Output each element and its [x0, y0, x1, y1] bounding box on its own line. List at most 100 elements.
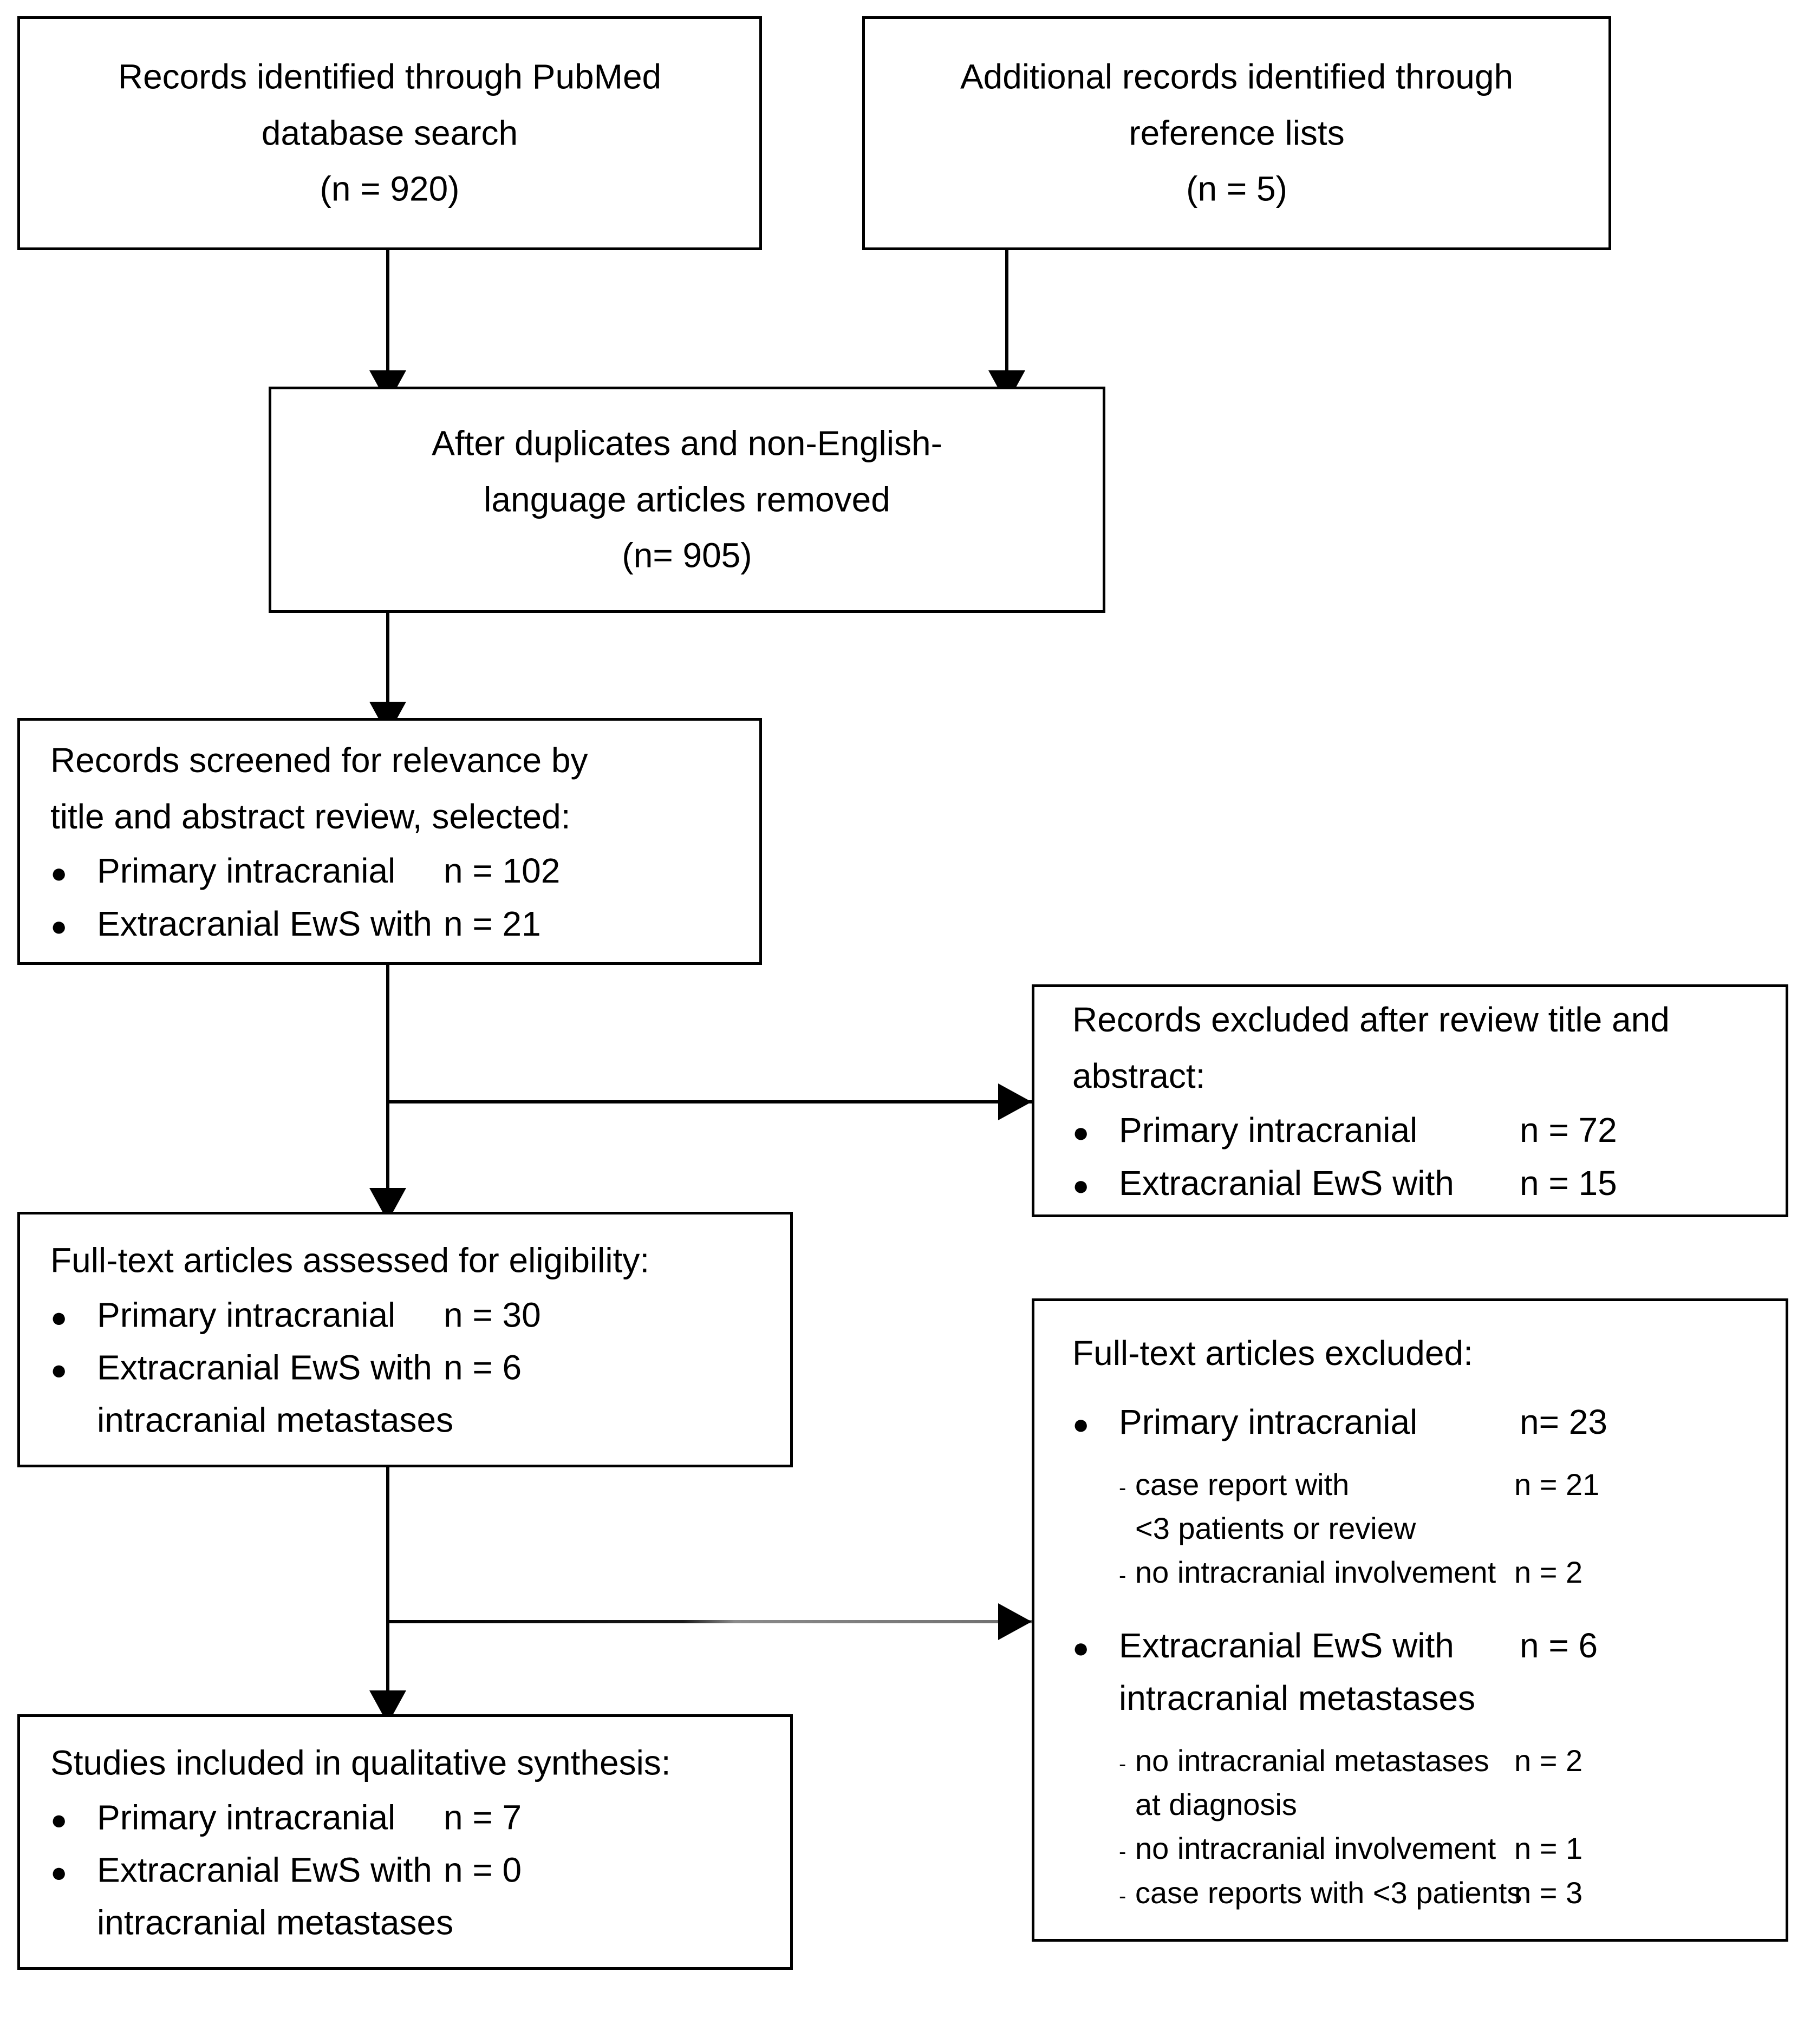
bullet-icon: ● [1072, 1117, 1090, 1149]
sub-list-item-count: n = 21 [1514, 1467, 1600, 1502]
box-records-pubmed-count: (n = 920) [320, 169, 460, 208]
sub-list-item-label: case reports with <3 patients [1135, 1875, 1522, 1910]
box-fulltext-assessed-heading: Full-text articles assessed for eligibil… [50, 1240, 650, 1280]
box-after-duplicates-count: (n= 905) [622, 536, 752, 575]
list-item-label: Extracranial EwS with [1119, 1163, 1454, 1203]
box-studies-included-heading: Studies included in qualitative synthesi… [50, 1743, 671, 1782]
list-item-count: n = 0 [444, 1850, 522, 1890]
bullet-icon: ● [1072, 1408, 1090, 1440]
bullet-icon: ● [1072, 1632, 1090, 1664]
dash-icon: - [1119, 1752, 1126, 1777]
list-item: ● Extracranial EwS with n = 15 [1072, 1157, 1748, 1210]
list-item-label: Primary intracranial [97, 1295, 396, 1334]
dash-icon: - [1119, 1476, 1126, 1500]
list-item: ● Primary intracranial n = 30 [50, 1289, 760, 1341]
box-after-duplicates-line-2: language articles removed [484, 480, 890, 519]
connector-reference-to-duplicates [1005, 250, 1008, 374]
list-item-label: Primary intracranial [97, 1797, 396, 1837]
sub-list-item: - case report with n = 21 [1072, 1462, 1748, 1506]
sub-list-item-label: case report with [1135, 1467, 1350, 1502]
sub-list-item: - no intracranial metastases n = 2 [1072, 1739, 1748, 1782]
bullet-icon: ● [50, 1354, 68, 1386]
list-item-count: n = 21 [444, 904, 541, 943]
box-records-pubmed: Records identified through PubMed databa… [17, 16, 762, 250]
list-item-label: Primary intracranial [97, 851, 396, 891]
box-records-reference-lists-count: (n = 5) [1186, 169, 1287, 208]
sub-list-item-continuation-label: <3 patients or review [1135, 1511, 1416, 1546]
sub-list-item-continuation-label: at diagnosis [1135, 1787, 1297, 1822]
box-records-reference-lists-line-1: Additional records identified through [960, 57, 1514, 96]
bullet-icon: ● [50, 910, 68, 942]
list-item: ● Extracranial EwS with n = 0 [50, 1844, 760, 1896]
bullet-icon: ● [1072, 1170, 1090, 1201]
list-item: ● Extracranial EwS with n = 6 [1072, 1619, 1748, 1672]
list-item-count: n = 30 [444, 1295, 541, 1334]
list-item-count: n = 72 [1520, 1111, 1617, 1150]
bullet-icon: ● [50, 1804, 68, 1836]
box-records-excluded-title-abstract: Records excluded after review title and … [1032, 984, 1788, 1217]
sub-list-item-continuation: at diagnosis [1072, 1782, 1748, 1826]
connector-eligibility-to-included [386, 1467, 389, 1714]
sub-list-item-count: n = 2 [1514, 1555, 1583, 1590]
list-item-count: n= 23 [1520, 1402, 1607, 1441]
list-item-count: n = 15 [1520, 1163, 1617, 1203]
box-records-excluded-heading-2: abstract: [1072, 1056, 1206, 1095]
list-item-continuation-label: intracranial metastases [1119, 1678, 1476, 1718]
box-records-reference-lists: Additional records identified through re… [862, 16, 1611, 250]
sub-list-item-continuation: <3 patients or review [1072, 1506, 1748, 1550]
list-item: ● Primary intracranial n= 23 [1072, 1396, 1748, 1448]
sub-list-item-label: no intracranial involvement [1135, 1831, 1496, 1866]
sub-list-item: - case reports with <3 patients n = 3 [1072, 1871, 1748, 1915]
bullet-icon: ● [50, 1301, 68, 1333]
list-item-count: n = 6 [444, 1348, 522, 1387]
list-item-continuation: intracranial metastases [1072, 1672, 1748, 1725]
list-item-label: Primary intracranial [1119, 1402, 1418, 1441]
list-item: ● Primary intracranial n = 7 [50, 1791, 760, 1844]
box-records-pubmed-line-2: database search [261, 113, 518, 153]
sub-list-item-count: n = 3 [1514, 1875, 1583, 1910]
box-records-reference-lists-line-2: reference lists [1129, 113, 1345, 153]
list-item-count: n = 7 [444, 1797, 522, 1837]
sub-list-item-count: n = 1 [1514, 1831, 1583, 1866]
list-item-count: n = 6 [1520, 1625, 1598, 1665]
dash-icon: - [1119, 1884, 1126, 1908]
sub-list-item: - no intracranial involvement n = 2 [1072, 1550, 1748, 1594]
sub-list-item-count: n = 2 [1514, 1743, 1583, 1778]
dash-icon: - [1119, 1840, 1126, 1864]
sub-list-item: - no intracranial involvement n = 1 [1072, 1827, 1748, 1871]
bullet-icon: ● [50, 858, 68, 890]
connector-duplicates-to-screened [386, 613, 389, 705]
list-item: ● Extracranial EwS with n = 6 [50, 1341, 760, 1394]
arrow-eligibility-to-excluded [998, 1603, 1032, 1640]
connector-screened-to-excluded [386, 1100, 1032, 1103]
box-records-screened-heading-1: Records screened for relevance by [50, 741, 588, 780]
box-records-screened-heading-2: title and abstract review, selected: [50, 796, 571, 836]
list-item: ● Primary intracranial n = 72 [1072, 1104, 1748, 1157]
list-item-continuation-label: intracranial metastases [97, 1903, 454, 1942]
list-item: ● Primary intracranial n = 102 [50, 845, 729, 897]
box-records-excluded-heading-1: Records excluded after review title and [1072, 1000, 1670, 1040]
connector-eligibility-to-excluded [386, 1620, 1032, 1623]
list-item-label: Primary intracranial [1119, 1111, 1418, 1150]
list-item-label: Extracranial EwS with [97, 1850, 432, 1890]
sub-list-item-label: no intracranial involvement [1135, 1555, 1496, 1590]
box-fulltext-excluded-heading: Full-text articles excluded: [1072, 1334, 1473, 1373]
list-item-continuation-label: intracranial metastases [97, 1400, 454, 1440]
box-studies-included: Studies included in qualitative synthesi… [17, 1714, 793, 1970]
arrow-screened-to-excluded [998, 1083, 1032, 1120]
box-after-duplicates-line-1: After duplicates and non-English- [432, 423, 942, 463]
connector-screened-to-eligibility [386, 965, 389, 1212]
list-item-count: n = 102 [444, 851, 561, 891]
sub-list-item-label: no intracranial metastases [1135, 1743, 1489, 1778]
list-item-label: Extracranial EwS with [97, 904, 432, 943]
list-item: ● Extracranial EwS with n = 21 [50, 898, 729, 950]
dash-icon: - [1119, 1564, 1126, 1588]
box-records-pubmed-line-1: Records identified through PubMed [118, 57, 662, 96]
list-item-label: Extracranial EwS with [1119, 1625, 1454, 1665]
box-after-duplicates: After duplicates and non-English- langua… [269, 387, 1105, 613]
list-item-continuation: intracranial metastases [50, 1394, 760, 1446]
box-fulltext-excluded: Full-text articles excluded: ● Primary i… [1032, 1298, 1788, 1942]
bullet-icon: ● [50, 1857, 68, 1889]
connector-pubmed-to-duplicates [386, 250, 389, 374]
